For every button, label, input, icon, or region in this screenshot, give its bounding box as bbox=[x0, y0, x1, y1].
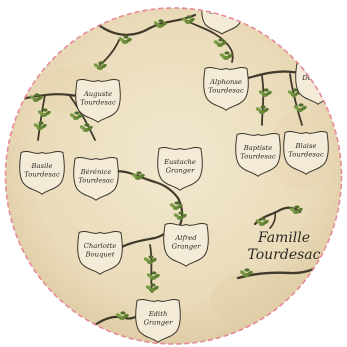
member-first-name: Alfred bbox=[174, 234, 197, 242]
member-last-name: Tourdesac bbox=[240, 153, 276, 161]
member-last-name: Granger bbox=[144, 319, 174, 327]
family-title: Famille Tourdesac bbox=[247, 230, 320, 263]
member-first-name: Auguste bbox=[83, 90, 112, 98]
member-first-name: Eustache bbox=[163, 158, 196, 166]
member-first-name: Edith bbox=[148, 310, 168, 318]
member-first-name: Baptiste bbox=[243, 144, 273, 152]
member-first-name: Alphonse bbox=[209, 78, 242, 86]
member-last-name: Tourdesac bbox=[80, 99, 116, 107]
member-last-name: Tourdesac bbox=[208, 87, 244, 95]
member-last-name: Bouquet bbox=[84, 251, 114, 259]
member-first-name: Basile bbox=[31, 162, 53, 170]
member-last-name: Tourdesac bbox=[288, 151, 324, 159]
member-first-name: Blaise bbox=[295, 142, 317, 150]
member-last-name: Granger bbox=[166, 167, 196, 175]
member-last-name: Tourdesac bbox=[78, 177, 114, 185]
member-last-name: Tourdesac bbox=[24, 171, 60, 179]
member-last-name: Granger bbox=[172, 243, 202, 251]
member-first-name: Dép bbox=[301, 74, 316, 82]
family-title-line2: Tourdesac bbox=[247, 247, 320, 263]
member-first-name: Charlotte bbox=[84, 242, 117, 250]
member-first-name: Bérénice bbox=[80, 168, 112, 176]
family-title-line1: Famille bbox=[257, 230, 310, 246]
